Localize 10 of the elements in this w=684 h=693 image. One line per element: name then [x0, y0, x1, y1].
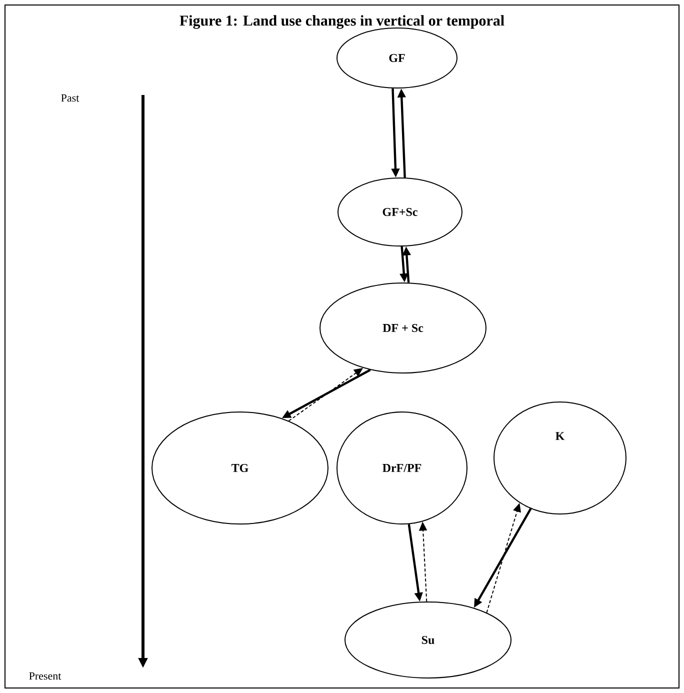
time-label: Present [29, 672, 62, 680]
ellipse-node: GF+Sc [338, 178, 462, 246]
ellipse-node: DF + Sc [320, 282, 486, 374]
ellipse-node: DrF/PF [336, 412, 468, 524]
ellipse-node: TG [152, 412, 328, 524]
ellipse-node: K [494, 402, 626, 514]
ellipse-node: GF [336, 28, 458, 88]
title: Figure 1: Land use changes in vertical or temporal [180, 15, 504, 29]
ellipse-node: Su [344, 602, 512, 678]
time-label: Past [61, 94, 80, 102]
